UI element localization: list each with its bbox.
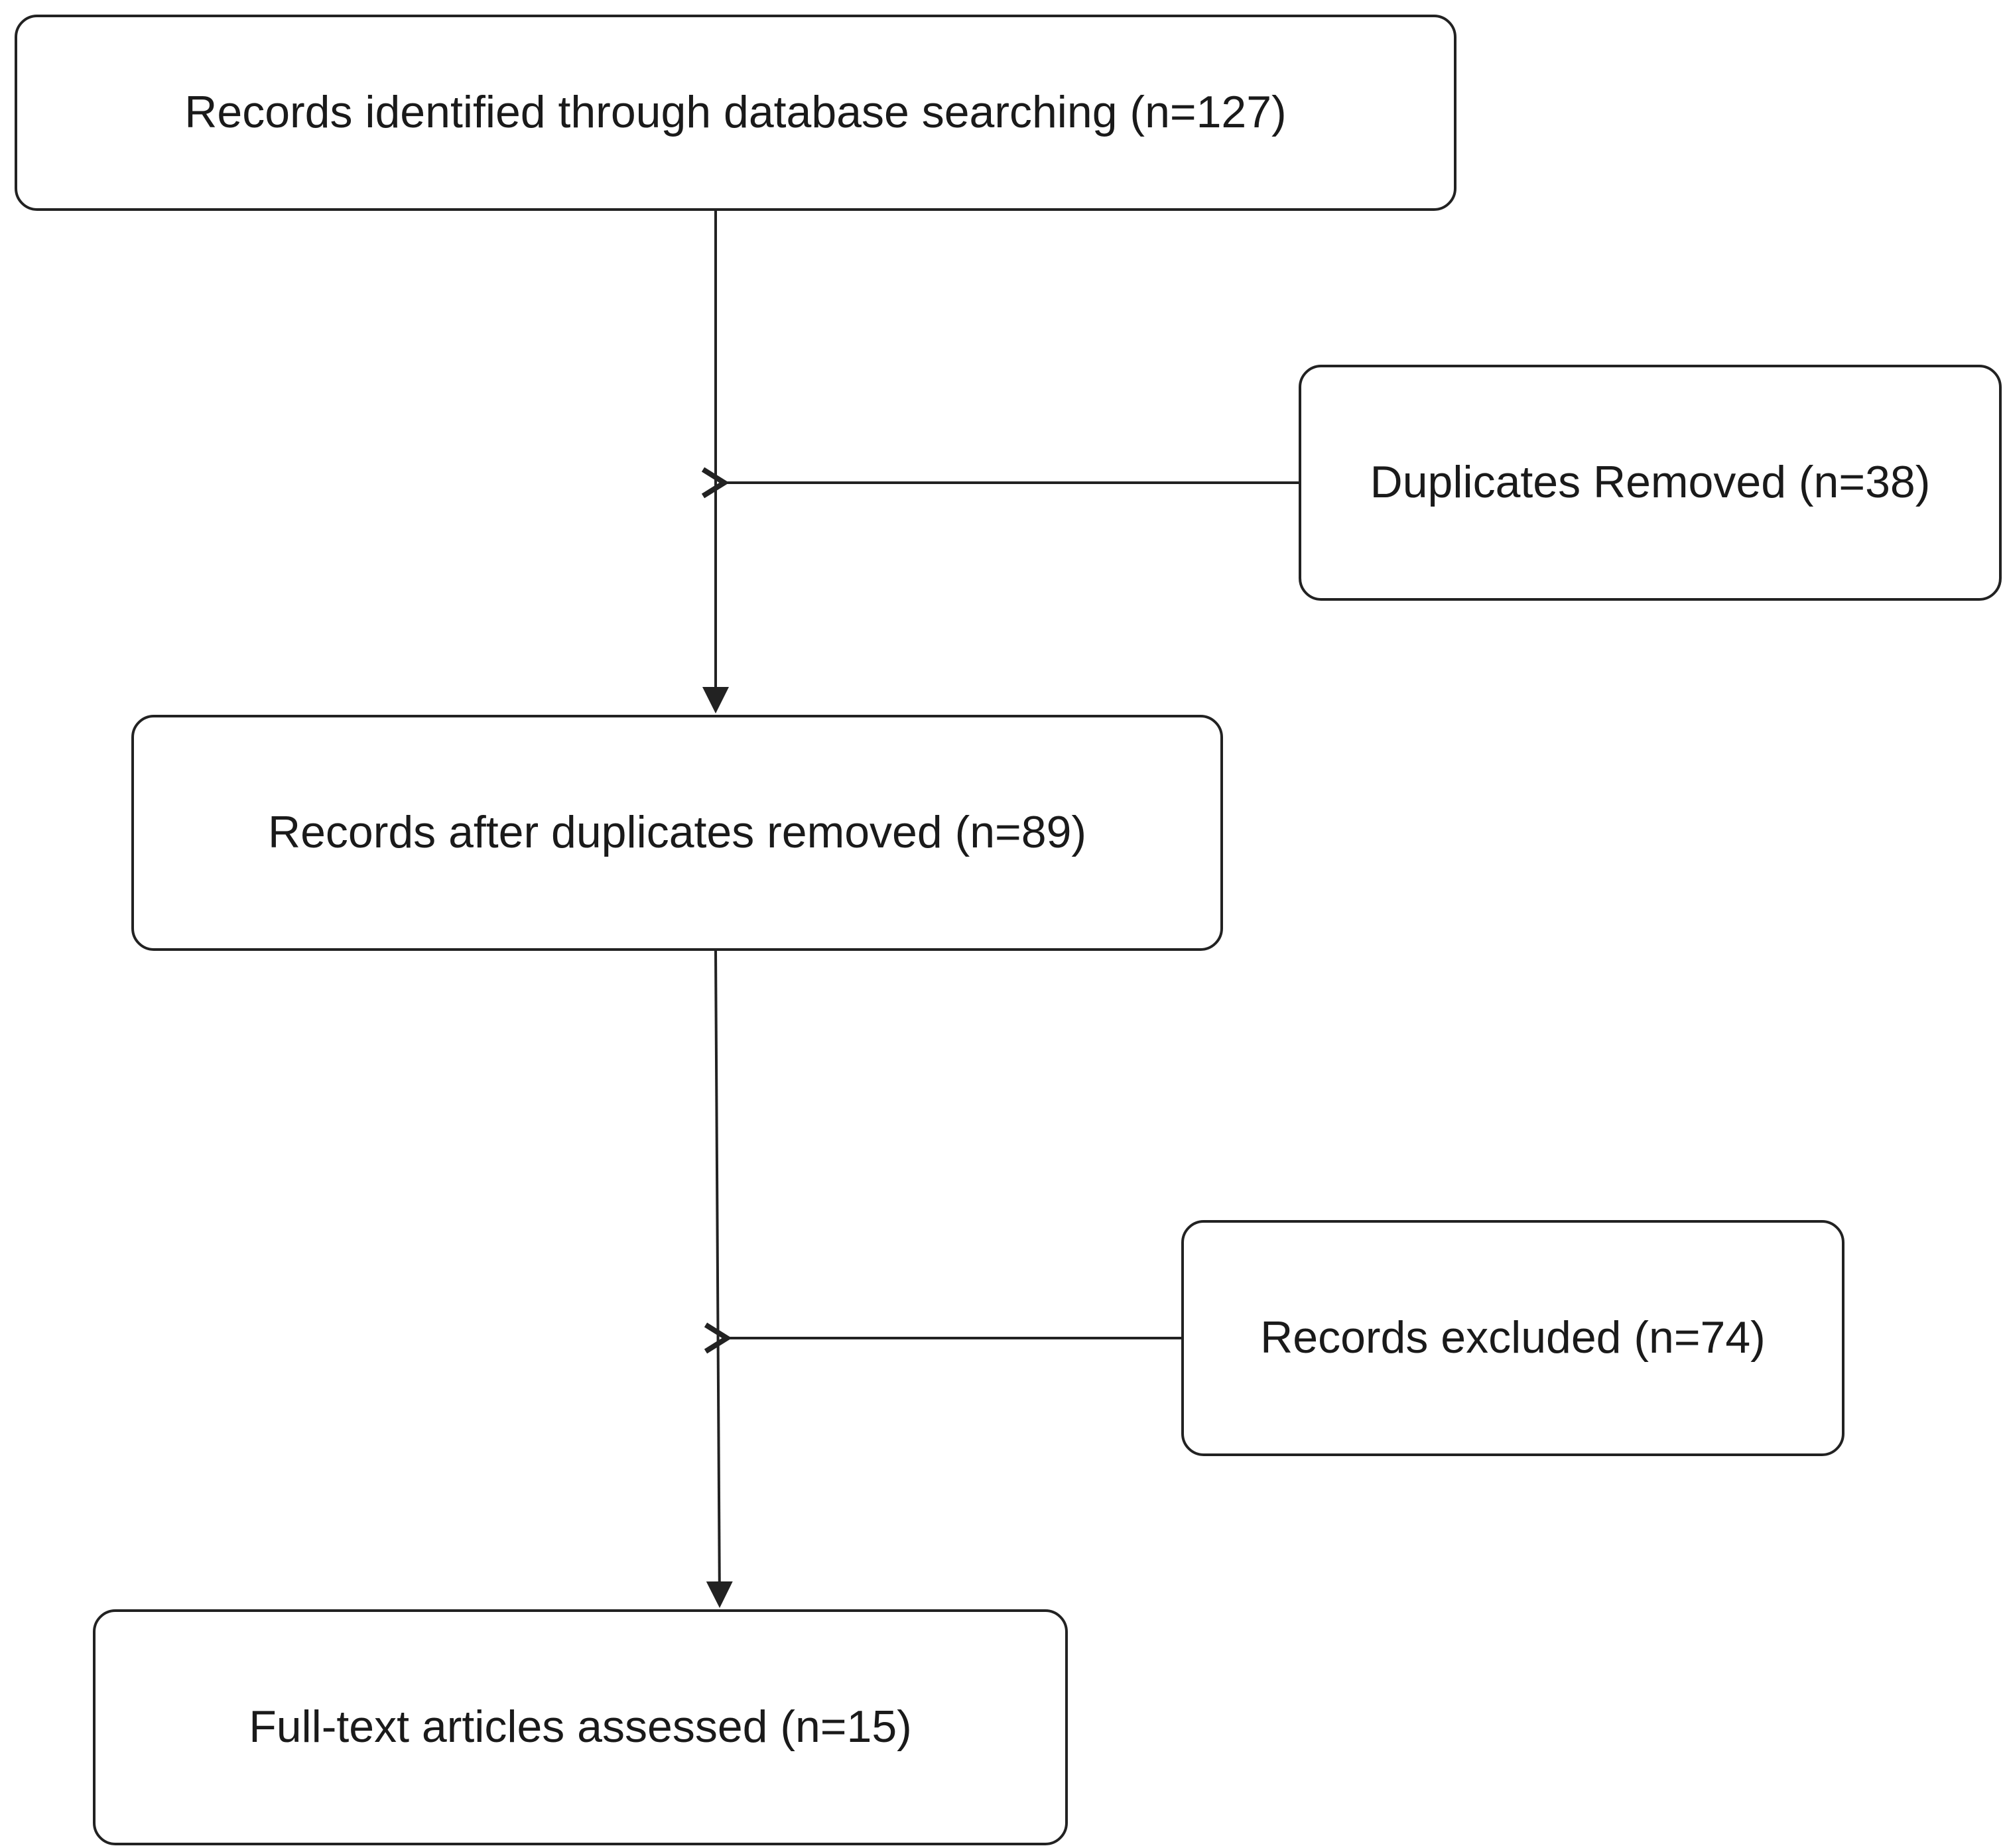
node-label: Duplicates Removed (n=38) [1370,457,1931,508]
node-full-text-assessed: Full-text articles assessed (n=15) [93,1609,1068,1845]
node-records-after-duplicates: Records after duplicates removed (n=89) [131,715,1223,951]
node-label: Records after duplicates removed (n=89) [267,807,1087,858]
node-label: Records identified through database sear… [184,87,1287,138]
edge-after-to-fulltext [706,950,733,1608]
node-records-excluded: Records excluded (n=74) [1181,1220,1844,1456]
node-records-identified: Records identified through database sear… [15,15,1456,211]
node-label: Records excluded (n=74) [1260,1312,1766,1363]
node-label: Full-text articles assessed (n=15) [249,1701,912,1753]
node-duplicates-removed: Duplicates Removed (n=38) [1299,365,2002,601]
